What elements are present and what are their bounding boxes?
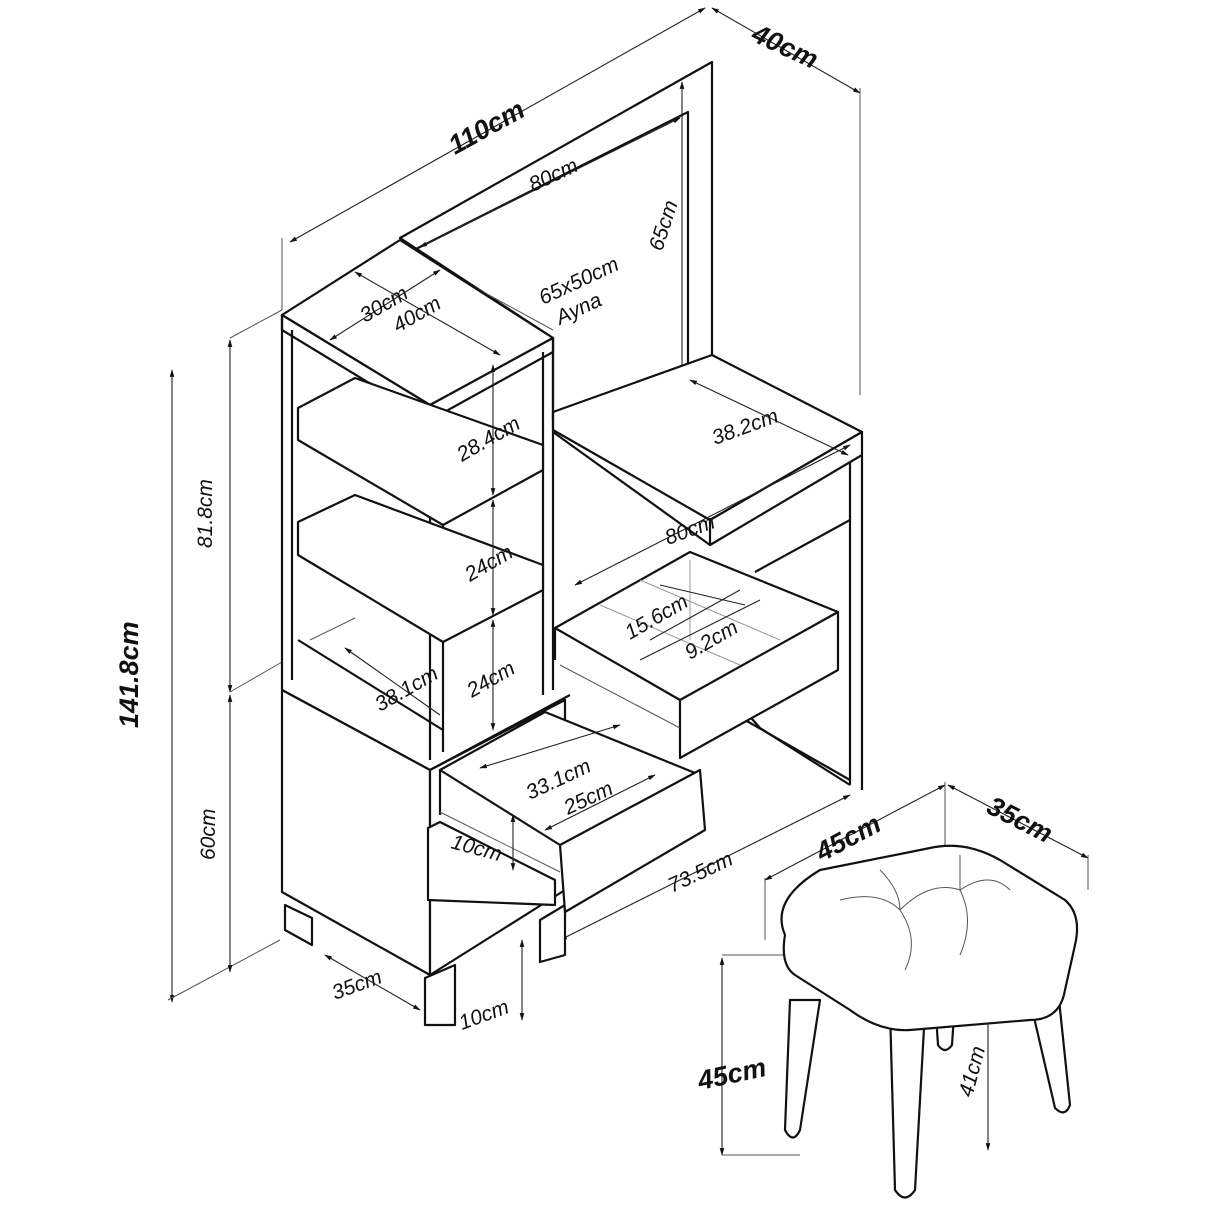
stool-depth-label: 35cm bbox=[982, 791, 1057, 849]
desk bbox=[551, 353, 864, 941]
overall-depth-label: 40cm bbox=[747, 18, 823, 75]
tower-lower-height-label: 60cm bbox=[197, 809, 220, 860]
tower-base-depth-label: 35cm bbox=[329, 966, 385, 1005]
stool bbox=[719, 782, 1089, 1199]
desk-drawer bbox=[553, 550, 840, 760]
stool-height-label: 45cm bbox=[694, 1052, 769, 1096]
tower-upper-height-label: 81.8cm bbox=[194, 479, 217, 548]
desk-height-label: 73.5cm bbox=[664, 848, 736, 898]
shelf-3-height-label: 24cm bbox=[462, 657, 519, 703]
overall-height-label: 141.8cm bbox=[114, 621, 144, 728]
overall-width-label: 110cm bbox=[443, 94, 529, 160]
tower-shelf-unit bbox=[280, 238, 571, 771]
stool-leg-height-label: 41cm bbox=[955, 1044, 991, 1100]
tower-leg-height-label: 10cm bbox=[456, 996, 512, 1035]
cabinet-drawer bbox=[426, 710, 707, 914]
